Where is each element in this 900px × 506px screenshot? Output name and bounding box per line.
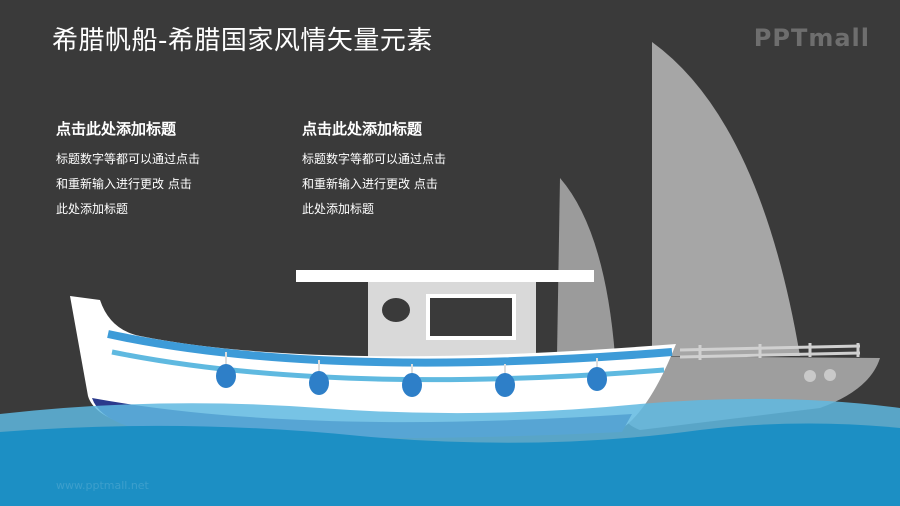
hull-stripe-top (107, 330, 673, 367)
hull-stripe-mid (111, 349, 665, 383)
brand-logo: PPTmall (753, 24, 870, 52)
text-block-right: 点击此处添加标题 标题数字等都可以通过点击 和重新输入进行更改 点击 此处添加标… (302, 118, 512, 222)
block-line[interactable]: 标题数字等都可以通过点击 (302, 152, 447, 166)
block-heading[interactable]: 点击此处添加标题 (302, 120, 423, 138)
cabin-roof (296, 270, 594, 282)
fender (216, 352, 236, 388)
block-line[interactable]: 此处添加标题 (56, 202, 129, 216)
fender (309, 360, 329, 395)
fender (402, 364, 422, 397)
porthole (804, 370, 816, 382)
white-hull (70, 296, 676, 436)
large-sail (652, 42, 800, 356)
footer-url: www.pptmall.net (56, 479, 149, 492)
slide-title: 希腊帆船-希腊国家风情矢量元素 (52, 26, 433, 56)
block-line[interactable]: 此处添加标题 (302, 202, 375, 216)
block-heading[interactable]: 点击此处添加标题 (56, 120, 177, 138)
porthole (824, 369, 836, 381)
text-block-left: 点击此处添加标题 标题数字等都可以通过点击 和重新输入进行更改 点击 此处添加标… (56, 118, 266, 222)
gray-boat-railing (679, 343, 861, 360)
sea-wave (0, 423, 900, 506)
fender (495, 364, 515, 397)
fender (587, 358, 607, 391)
block-line[interactable]: 标题数字等都可以通过点击 (56, 152, 201, 166)
block-line[interactable]: 和重新输入进行更改 点击 (56, 177, 192, 191)
small-sail (557, 178, 615, 356)
fenders (216, 352, 607, 397)
block-line[interactable]: 和重新输入进行更改 点击 (302, 177, 438, 191)
cabin-window (426, 294, 516, 340)
cabin-porthole (382, 298, 410, 322)
